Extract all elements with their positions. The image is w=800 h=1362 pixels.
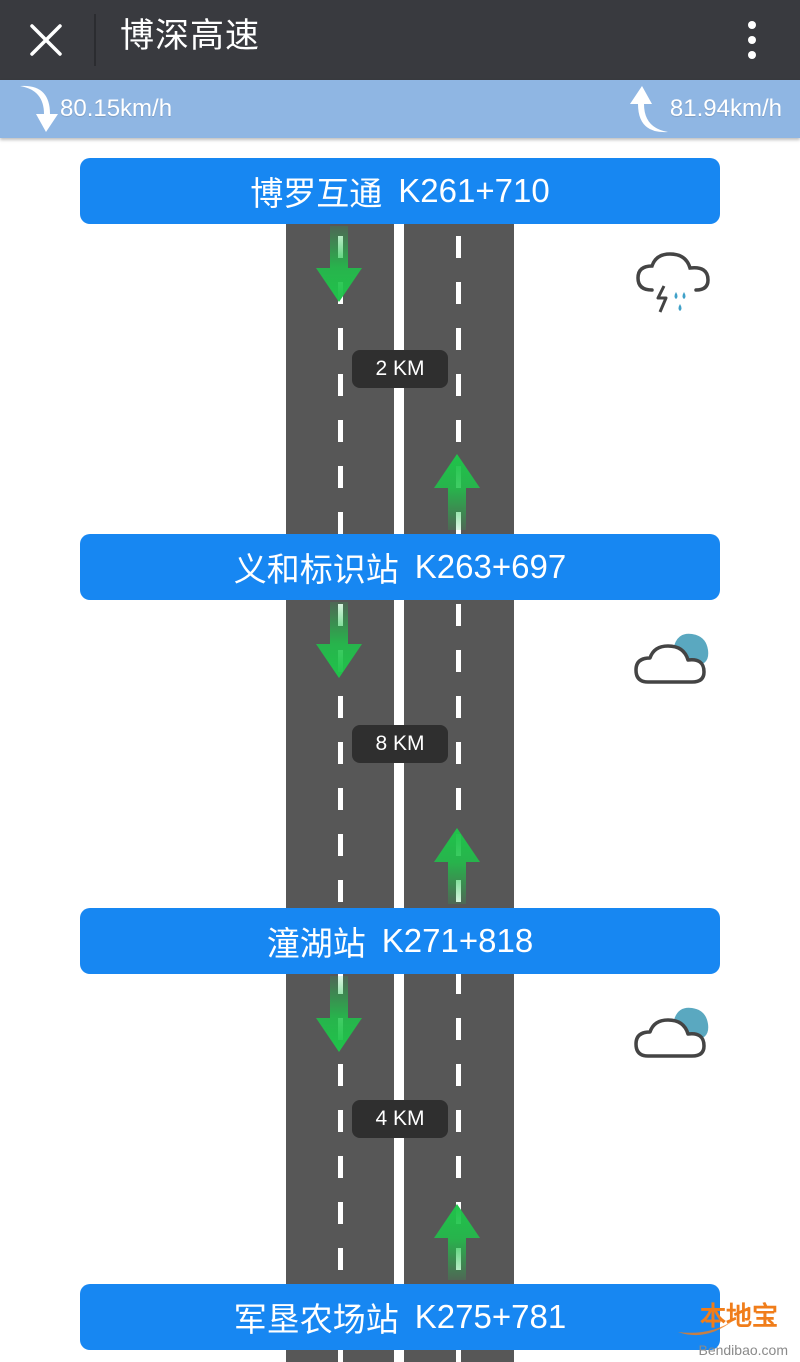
close-button[interactable] — [14, 8, 78, 72]
speed-up: 81.94km/h — [628, 80, 782, 138]
curved-up-arrow-icon — [629, 86, 668, 133]
road-center-line — [394, 190, 404, 1362]
speed-up-value: 81.94km/h — [669, 95, 782, 122]
segment-distance: 2 KM — [352, 350, 448, 388]
topbar-divider — [94, 14, 96, 66]
speed-bar: 80.15km/h 81.94km/h — [0, 80, 800, 138]
segment-distance: 4 KM — [352, 1100, 448, 1138]
down-arrow-icon — [316, 226, 362, 302]
up-arrow-icon — [434, 454, 480, 530]
thunder-rain-icon — [636, 252, 710, 313]
top-bar: 博深高速 — [0, 0, 800, 80]
watermark-subtext: Bendibao.com — [698, 1342, 788, 1358]
down-arrow-icon — [316, 976, 362, 1052]
station-code: K275+781 — [414, 1298, 567, 1335]
curved-down-arrow-icon — [20, 85, 58, 132]
segment-distance: 8 KM — [352, 725, 448, 763]
station-bar[interactable]: 潼湖站 K271+818 — [80, 908, 720, 974]
speed-down-value: 80.15km/h — [60, 95, 173, 122]
page-title: 博深高速 — [120, 16, 260, 56]
cloudy-icon — [634, 1007, 709, 1058]
station-name: 博罗互通 — [250, 175, 383, 212]
lane-dash-right — [456, 190, 461, 1362]
up-arrow-icon — [434, 828, 480, 904]
station-code: K261+710 — [398, 172, 550, 209]
station-name: 潼湖站 — [266, 925, 366, 962]
station-name: 军垦农场站 — [233, 1301, 399, 1338]
station-bar[interactable]: 博罗互通 K261+710 — [80, 158, 720, 224]
station-code: K263+697 — [414, 548, 567, 585]
more-menu-button[interactable] — [732, 8, 772, 72]
up-arrow-icon — [434, 1204, 480, 1280]
close-icon — [30, 24, 62, 56]
lane-dash-left — [338, 190, 343, 1362]
more-vertical-icon — [748, 21, 756, 59]
watermark-logo: 本地宝 Bendibao.com — [676, 1294, 796, 1358]
speed-down: 80.15km/h — [18, 80, 172, 138]
cloudy-icon — [634, 633, 709, 684]
station-code: K271+818 — [381, 922, 534, 959]
down-arrow-icon — [316, 602, 362, 678]
watermark-swoosh-icon — [678, 1320, 734, 1336]
station-name: 义和标识站 — [233, 551, 399, 588]
station-bar[interactable]: 义和标识站 K263+697 — [80, 534, 720, 600]
watermark-text: 本地宝 — [699, 1302, 778, 1332]
station-bar[interactable]: 军垦农场站 K275+781 — [80, 1284, 720, 1350]
